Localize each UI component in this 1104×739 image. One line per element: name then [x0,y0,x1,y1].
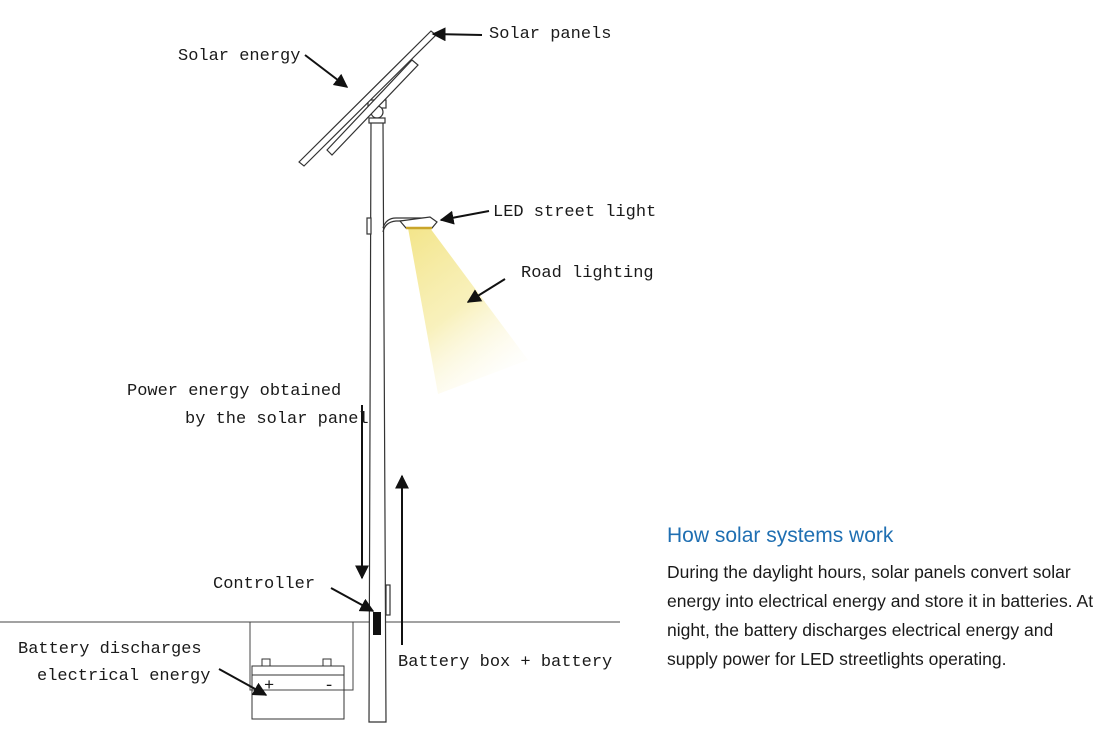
label-road-lighting: Road lighting [521,264,654,283]
info-title: How solar systems work [667,524,894,547]
controller [373,612,381,635]
label-battery-discharges-2: electrical energy [37,667,210,686]
road-light-beam [408,228,528,394]
label-solar-energy: Solar energy [178,47,300,66]
solar-panel [298,30,437,167]
arrow-solar-panels [431,27,483,42]
battery-minus-label: - [324,677,334,696]
label-led-street-light: LED street light [493,203,656,222]
label-power-obtained-2: by the solar panel [185,410,369,429]
label-battery-box: Battery box + battery [398,653,612,672]
led-street-light [382,216,438,233]
arrow-solar-energy [304,54,349,88]
label-controller: Controller [213,575,315,594]
label-solar-panels: Solar panels [489,25,611,44]
battery-plus-label: + [264,677,274,696]
label-power-obtained-1: Power energy obtained [127,382,341,401]
battery-pit [249,622,354,691]
info-body: During the daylight hours, solar panels … [667,562,1094,669]
arrow-battery-discharges [218,668,268,696]
arrow-road-lighting [466,278,506,303]
arrow-controller [330,587,375,612]
battery: + - [251,658,345,720]
arrow-led-street-light [439,210,490,225]
label-battery-discharges-1: Battery discharges [18,640,202,659]
info-panel: How solar systems work During the daylig… [667,524,1097,674]
